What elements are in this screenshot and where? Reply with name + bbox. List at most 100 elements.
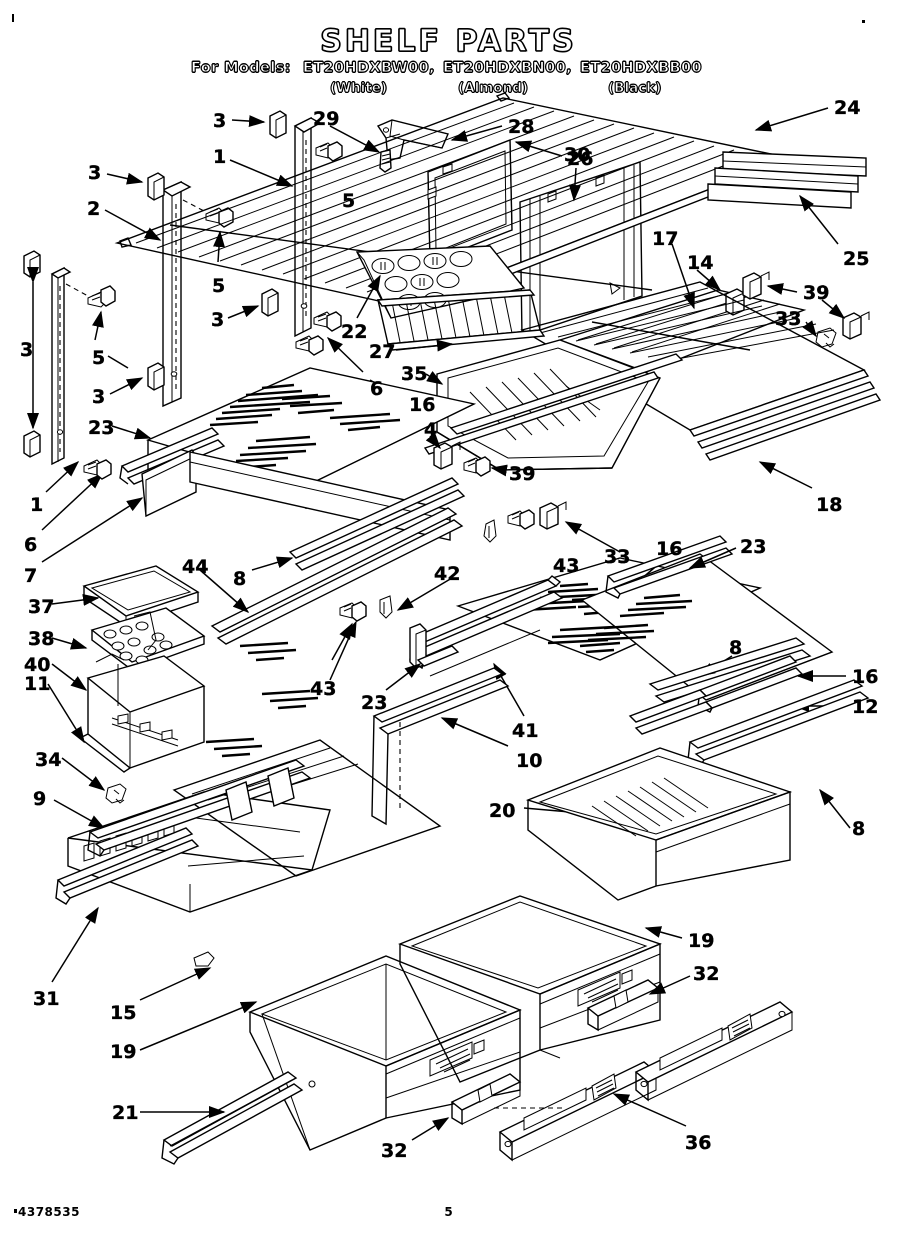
leader-8a (252, 556, 294, 570)
leader-1b (46, 460, 80, 492)
dairy-bin-11 (80, 654, 204, 772)
callout-43: 43 (553, 555, 580, 577)
callout-20: 20 (489, 800, 516, 822)
leader-23c (386, 663, 422, 690)
leader-10 (440, 718, 508, 746)
shelf-clip-39-upper (743, 272, 769, 299)
callout-1-a: 1 (213, 146, 227, 168)
finish-label-almond: (Almond) (458, 80, 529, 97)
callout-17: 17 (652, 228, 679, 250)
callout-31: 31 (33, 988, 60, 1010)
callout-1-b: 1 (30, 494, 44, 516)
leader-22 (357, 274, 381, 318)
divider-panel-26 (520, 162, 642, 336)
shelf-ladder-rail-right (295, 118, 320, 336)
leader-17 (672, 244, 695, 310)
callout-22: 22 (341, 321, 368, 343)
callout-21: 21 (112, 1102, 139, 1124)
screw-5-middle (183, 200, 233, 227)
shelf-clip-33b (540, 502, 566, 529)
crisper-drawer-left-19 (250, 956, 520, 1150)
leader-43b (330, 620, 356, 680)
callout-7: 7 (24, 565, 38, 587)
leader-27 (396, 339, 454, 352)
model-number-white: ET20HDXBW00, (302, 60, 435, 77)
leader-6a (326, 336, 363, 372)
leader-3e (110, 377, 144, 394)
document-number: 4378535 (18, 1205, 80, 1219)
shelf-clip-3-middle-top (148, 173, 164, 200)
leader-11 (48, 684, 85, 744)
callout-15: 15 (110, 1002, 137, 1024)
callout-3-c: 3 (211, 309, 225, 331)
leader-19a (644, 926, 682, 938)
callout-3-a: 3 (213, 110, 227, 132)
leader-39a (766, 283, 797, 295)
bin-clip-34 (106, 784, 126, 803)
callout-38: 38 (28, 628, 55, 650)
callout-27: 27 (369, 341, 396, 363)
finish-labels-row: (White) (Almond) (Black) (0, 80, 897, 98)
leader-14 (697, 270, 722, 291)
leader-5-middle (213, 230, 225, 262)
callout-43-b: 43 (310, 678, 337, 700)
screw-43 (508, 510, 534, 529)
callout-23-a: 23 (88, 417, 115, 439)
leader-39b (822, 300, 846, 319)
callout-16-a: 16 (409, 394, 436, 416)
leader-9 (54, 800, 106, 829)
pan-rail-4 (451, 354, 682, 434)
humidity-slider-32-left (452, 1074, 520, 1124)
callout-32-a: 32 (693, 963, 720, 985)
shelf-clip-39-lower (843, 312, 869, 339)
callout-12: 12 (852, 696, 879, 718)
callout-25: 25 (843, 248, 870, 270)
screw-42 (340, 602, 366, 621)
screw-6-lower-b (296, 336, 323, 355)
leader-19b (140, 1002, 258, 1050)
shelf-pin-43-top (484, 520, 496, 542)
callout-32-b: 32 (381, 1140, 408, 1162)
shelf-trim-25 (708, 152, 866, 208)
callout-16-c: 16 (852, 666, 879, 688)
leader-38 (52, 638, 88, 650)
leader-36 (612, 1094, 686, 1126)
registration-tick-top-left (12, 14, 14, 22)
leader-35 (426, 370, 444, 385)
callout-11: 11 (24, 673, 51, 695)
finish-label-white: (White) (330, 80, 388, 97)
leader-43-screw (332, 622, 353, 660)
callout-9: 9 (33, 788, 47, 810)
leader-6b (42, 472, 104, 530)
callout-6-a: 6 (370, 378, 384, 400)
callout-26: 26 (567, 148, 594, 170)
glass-shelf-hatch-left (210, 385, 400, 467)
callout-24: 24 (834, 97, 861, 119)
models-line: For Models:ET20HDXBW00,ET20HDXBN00,ET20H… (0, 60, 897, 77)
leader-25 (799, 194, 838, 244)
leader-23b (688, 548, 736, 568)
leader-42 (396, 578, 452, 611)
callout-19-a: 19 (688, 930, 715, 952)
callout-19-b: 19 (110, 1041, 137, 1063)
leader-32a (648, 976, 690, 994)
pan-rail-4b (425, 372, 658, 454)
shelf-bracket-20 (630, 690, 712, 734)
callout-6-b: 6 (24, 534, 38, 556)
drawer-guide-rails-lower (468, 978, 598, 1058)
shelf-hatch-lower-left (206, 643, 318, 756)
wire-rack-27 (378, 290, 544, 350)
crisper-cover-frame-30 (428, 140, 512, 262)
callout-28: 28 (508, 116, 535, 138)
callout-29: 29 (313, 108, 340, 130)
callout-39-b: 39 (509, 463, 536, 485)
callout-3-e: 3 (92, 386, 106, 408)
shelf-frame-front-8-left (142, 450, 464, 644)
callout-4: 4 (424, 419, 438, 441)
screw-5-far-left (66, 284, 115, 307)
shelf-clip-3-right-bottom (262, 289, 278, 316)
leader-30 (514, 140, 562, 156)
leader-34 (62, 758, 106, 791)
page-title: SHELF PARTS (320, 23, 577, 59)
callout-34: 34 (35, 749, 62, 771)
